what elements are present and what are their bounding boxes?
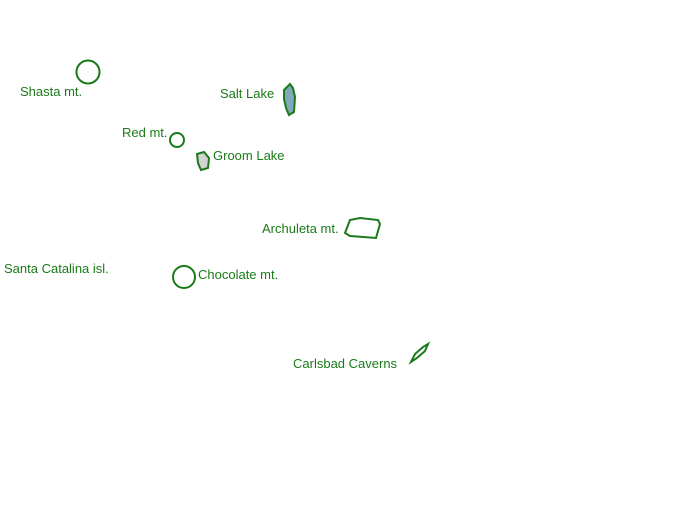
salt-lake-shape[interactable] [283, 82, 297, 117]
red-mt-marker[interactable] [169, 132, 185, 148]
label-shasta-mt: Shasta mt. [20, 84, 83, 99]
label-groom-lake: Groom Lake [213, 148, 285, 163]
shasta-mt-marker[interactable] [75, 59, 101, 85]
label-santa-catalina-isl: Santa Catalina isl. [4, 261, 109, 276]
label-chocolate-mt: Chocolate mt. [198, 267, 279, 282]
archuleta-mt-shape[interactable] [343, 216, 382, 240]
label-red-mt: Red mt. [122, 125, 168, 140]
label-carlsbad-caverns: Carlsbad Caverns [293, 356, 398, 371]
groom-lake-shape[interactable] [195, 150, 211, 172]
label-archuleta-mt: Archuleta mt. [262, 221, 339, 236]
carlsbad-caverns-shape[interactable] [408, 341, 431, 365]
label-salt-lake: Salt Lake [220, 86, 275, 101]
chocolate-mt-marker[interactable] [172, 265, 196, 289]
